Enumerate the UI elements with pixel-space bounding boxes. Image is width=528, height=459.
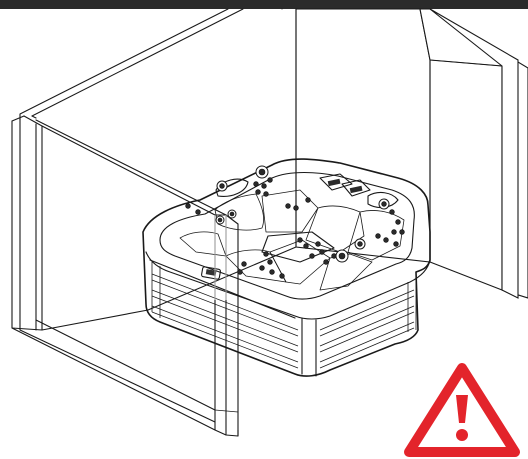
- control-panel: [319, 173, 371, 197]
- back-wall-right: [295, 8, 528, 299]
- top-bar: [0, 0, 528, 9]
- spa-tub: [142, 158, 431, 377]
- topside-control: [201, 266, 221, 280]
- back-wall-left: [19, 8, 297, 311]
- warning-triangle-icon: [404, 363, 520, 457]
- cabinet-slats-right: [319, 278, 417, 369]
- front-left-wall: [11, 115, 239, 437]
- cabinet-slats-left: [151, 262, 299, 369]
- jets: [185, 165, 405, 279]
